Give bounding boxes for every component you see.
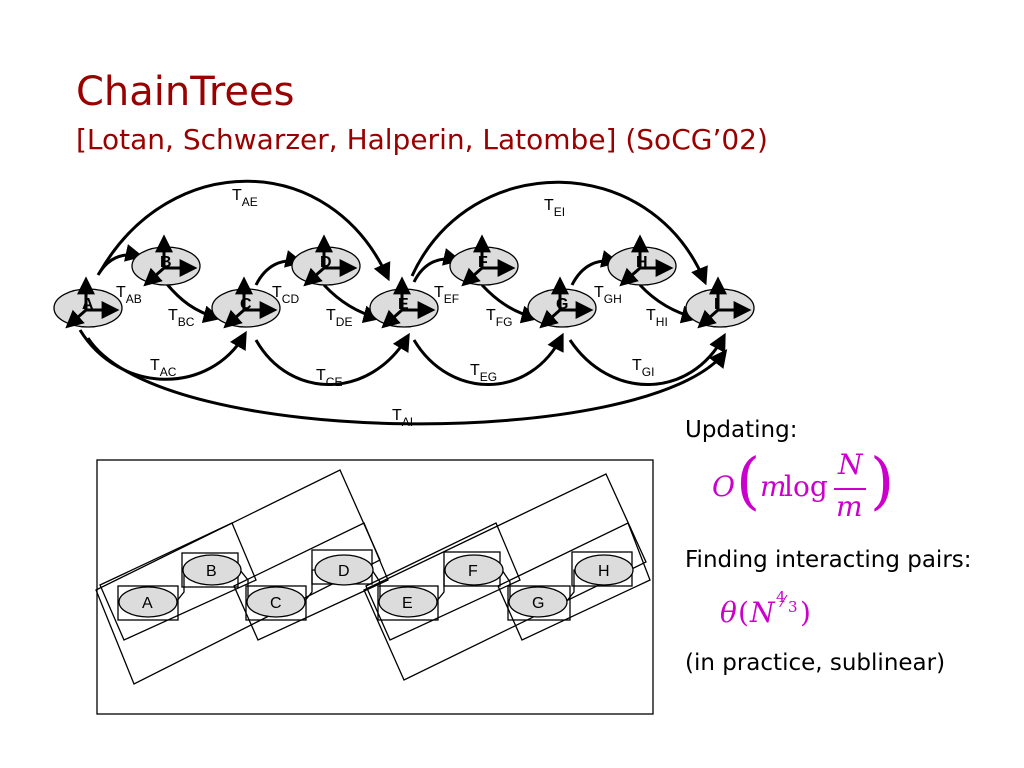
bbox-EF [365,522,521,641]
transform-label: TEG [470,362,497,384]
numerator-N: N [838,448,863,481]
node-label: D [320,254,332,271]
close-paren: ) [800,596,811,629]
transform-label: TCD [272,284,299,306]
arc-EI [410,180,708,286]
transform-label: TCE [316,367,342,389]
bbox-node-ellipse [246,586,306,618]
slide-subtitle: [Lotan, Schwarzer, Halperin, Latombe] (S… [76,123,768,156]
chain-node: I [685,276,755,329]
fraction-bar [834,488,866,490]
exponent-numerator: 4 [776,588,786,606]
node-label: H [636,254,648,271]
frame-axes-icon [381,276,436,329]
bbox-node-label: F [468,563,478,580]
denominator-m: m [836,490,863,523]
arc-AI [86,337,728,426]
bbox-node-label: G [532,595,544,612]
transform-label: TAI [392,407,413,429]
bbox-node-label: H [598,563,610,580]
frame-axes-icon [697,276,752,329]
bbox-node-ellipse [508,586,568,618]
updating-formula: O ( m log N m ) [712,444,894,532]
frame-axes-icon [143,234,198,287]
big-o: O [712,470,735,503]
bbox-node-ellipse [182,554,242,586]
bbox-node-ellipse [444,554,504,586]
chain-node: G [527,276,597,329]
slide-title: ChainTrees [76,69,295,115]
chain-node: E [369,276,439,329]
bbox-node-ellipse [574,554,634,586]
bbox-leaf [245,585,307,621]
bbox-node-ellipse [314,554,374,586]
practice-note: (in practice, sublinear) [685,650,946,676]
transform-label: TEF [434,284,459,306]
arc-DE [322,283,382,324]
bbox-GH [497,522,651,641]
right-paren: ) [870,444,895,517]
interacting-formula: θ ( N 4 ⁄ 3 ) [720,588,840,640]
N-term: N [750,596,775,629]
exponent-denominator: 3 [788,598,798,616]
outer-frame [96,459,654,715]
chain-node: C [211,276,281,329]
frame-axes-icon [65,276,120,329]
bbox-node-ellipse [378,586,438,618]
chain-node: A [53,276,123,329]
arc-AB [96,244,144,276]
bbox-node-label: C [270,595,282,612]
bbox-leaf [507,585,571,621]
interacting-label: Finding interacting pairs: [685,547,972,573]
arc-CE [254,332,410,386]
bbox-node-label: E [402,595,413,612]
transform-label: TFG [486,307,512,329]
arc-FG [480,283,540,324]
updating-label: Updating: [685,417,798,443]
theta-symbol: θ [720,596,737,629]
chain-node: B [131,234,201,287]
chain-node: F [449,234,519,287]
transform-label: TAE [232,187,258,209]
frame-axes-icon [303,234,358,287]
bbox-EFGH [363,473,647,681]
frame-axes-icon [539,276,594,329]
log-term: log [784,470,828,503]
exponent-slash: ⁄ [782,592,785,611]
bbox-AB [99,522,257,641]
transform-label: TGH [594,284,622,306]
arc-EG [412,332,564,386]
frame-axes-icon [619,234,674,287]
open-paren: ( [738,596,749,629]
transform-label: TBC [168,307,195,329]
bbox-node-label: A [142,595,153,612]
node-ellipse [685,288,755,328]
frame-axes-icon [461,234,516,287]
bounding-box-diagram [95,459,654,715]
bbox-leaf [117,585,179,621]
m-term: m [760,470,787,503]
chain-node: D [291,234,361,287]
transform-label: TDE [326,307,352,329]
arc-AE [98,179,391,282]
node-label: I [714,296,718,313]
bbox-node-label: D [338,563,350,580]
arc-GI [568,332,726,386]
transform-label: THI [646,307,668,329]
transform-label: TAC [150,357,177,379]
frame-axes-icon [223,276,278,329]
left-paren: ( [736,444,761,517]
transform-label: TAB [116,284,142,306]
bbox-node-ellipse [118,586,178,618]
bbox-node-label: B [206,563,217,580]
arc-BC [164,282,222,324]
bbox-leaf [377,585,439,621]
chain-node: H [607,234,677,287]
bbox-CD [233,522,389,641]
node-label: B [160,254,172,271]
transform-label: TGI [632,357,654,379]
transform-label: TEI [544,197,565,219]
arc-AC [78,329,247,381]
